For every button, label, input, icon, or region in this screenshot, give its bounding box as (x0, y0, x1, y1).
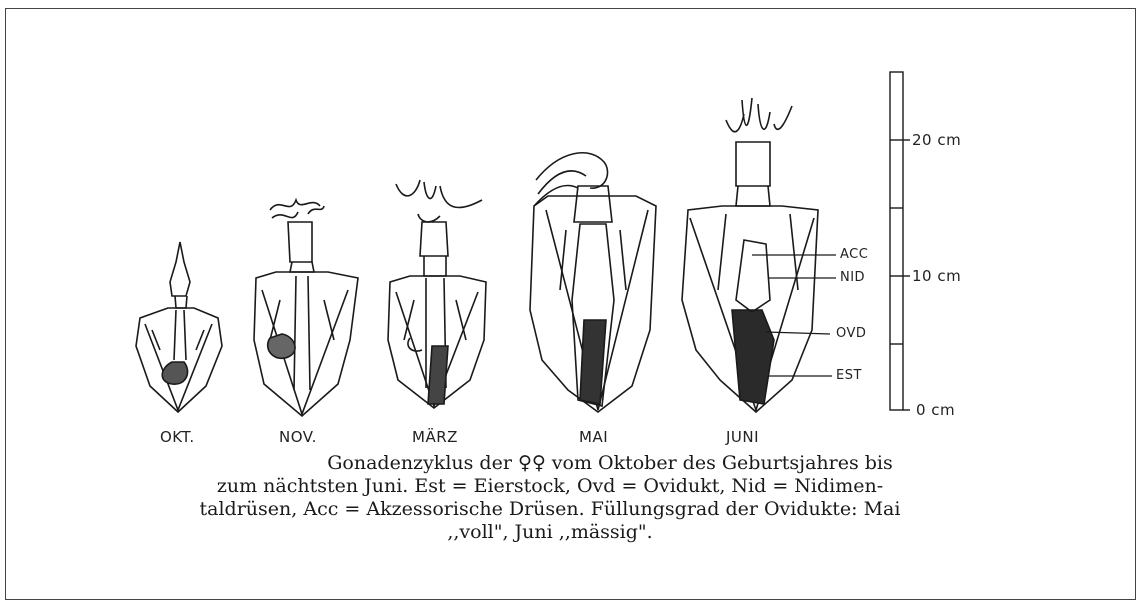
caption-line-2: zum nächtsten Juni. Est = Eierstock, Ovd… (170, 475, 930, 498)
specimen-label-nov: NOV. (279, 428, 317, 446)
specimen-label-mai: MAI (579, 428, 608, 446)
specimen-label-okt: OKT. (160, 428, 195, 446)
specimen-label-juni: JUNI (726, 428, 759, 446)
organ-label-est: EST (836, 368, 862, 383)
scale-bar (890, 72, 910, 410)
organ-label-acc: ACC (840, 247, 868, 262)
specimen-maerz (388, 180, 486, 408)
organ-label-ovd: OVD (836, 326, 866, 341)
caption-line-4: ,,voll", Juni ,,mässig". (170, 521, 930, 544)
caption-line-3: taldrüsen, Acc = Akzessorische Drüsen. F… (170, 498, 930, 521)
organ-label-nid: NID (840, 270, 865, 285)
specimen-nov (254, 200, 358, 416)
scale-label-20cm: 20 cm (912, 131, 961, 149)
figure-caption: Gonadenzyklus der ♀♀ vom Oktober des Geb… (170, 452, 930, 544)
specimen-label-maerz: MÄRZ (412, 428, 458, 446)
scale-label-0cm: 0 cm (916, 401, 955, 419)
specimen-okt (136, 242, 222, 412)
caption-line-1: Gonadenzyklus der ♀♀ vom Oktober des Geb… (170, 452, 930, 475)
specimen-mai (530, 153, 656, 412)
scale-label-10cm: 10 cm (912, 267, 961, 285)
